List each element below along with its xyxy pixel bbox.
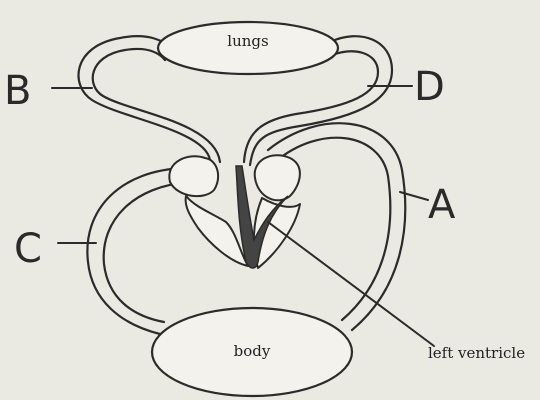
body-label: body [234, 342, 271, 360]
vena-cava-inner [104, 182, 190, 322]
label-c: C [14, 226, 42, 272]
right-atrium [169, 156, 218, 196]
left-ventricle-label: left ventricle [428, 344, 525, 362]
vena-cava-outer [87, 168, 185, 334]
lungs-label: lungs [227, 32, 268, 50]
left-atrium [255, 155, 300, 200]
label-b: B [4, 68, 31, 114]
label-d: D [414, 64, 445, 110]
label-a: A [428, 182, 456, 228]
